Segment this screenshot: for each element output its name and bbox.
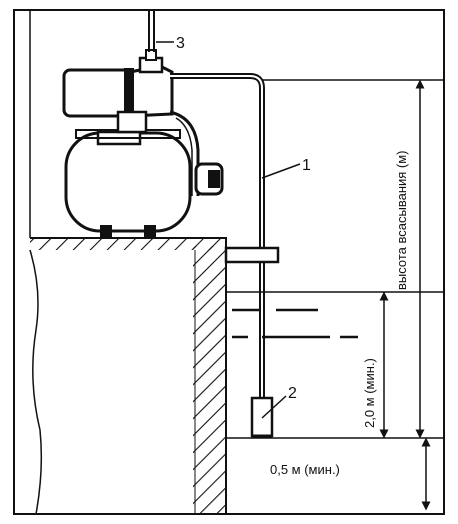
outer-frame xyxy=(13,9,445,515)
pressure-tank xyxy=(64,131,192,233)
bottom-clearance-label: 0,5 м (мин.) xyxy=(270,462,340,477)
water-dashes xyxy=(232,308,358,339)
min-depth-label: 2,0 м (мин.) xyxy=(362,358,377,428)
callout-outlet: 3 xyxy=(176,35,185,52)
callout-valve: 2 xyxy=(288,385,297,402)
suction-height-label: высота всасывания (м) xyxy=(394,150,409,290)
pump-unit xyxy=(62,10,224,238)
pump-motor xyxy=(62,68,132,118)
callout-pipe: 1 xyxy=(302,157,311,174)
suction-pipe xyxy=(170,73,280,400)
ground-block xyxy=(29,237,227,515)
